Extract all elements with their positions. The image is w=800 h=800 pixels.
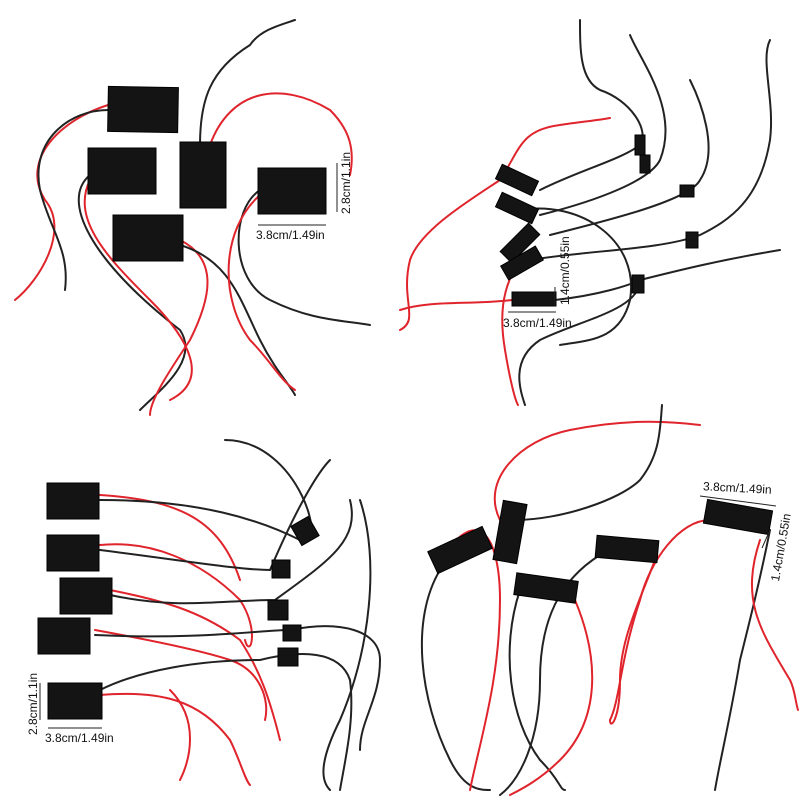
battery-holder [112,214,184,262]
battery-holder [179,141,227,209]
dimension-label-height: 2.8cm/1.1in [26,672,40,735]
dimension-label-height: 1.4cm/0.55in [558,236,572,305]
dimension-label-height: 2.8cm/1.1in [339,151,353,214]
battery-holder [257,167,327,215]
dimension-label-width: 3.8cm/1.49in [45,731,114,745]
dimension-label-width: 3.8cm/1.49in [503,316,572,330]
battery-holder [107,85,179,134]
dimension-label-width: 3.8cm/1.49in [256,228,325,242]
battery-holder [87,147,157,195]
